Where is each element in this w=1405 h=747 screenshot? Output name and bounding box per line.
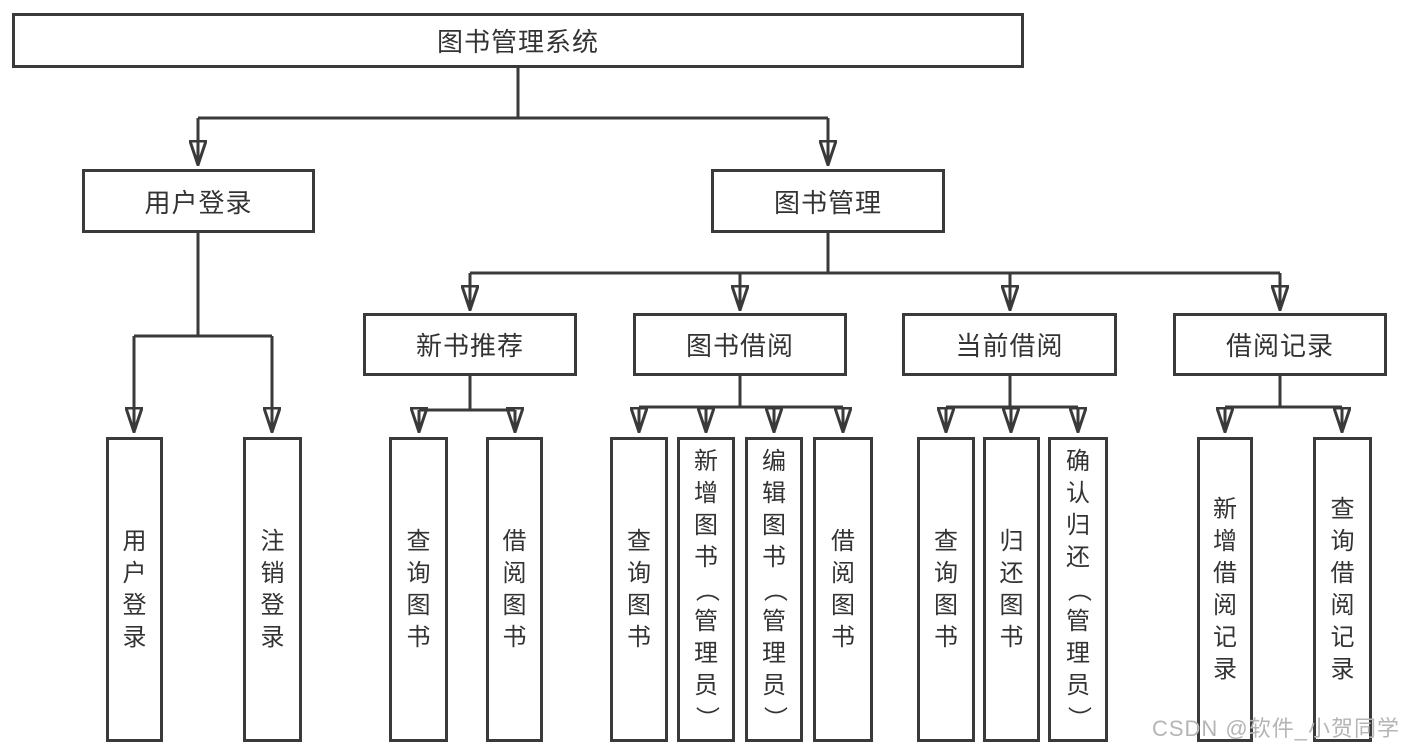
leaf-current-confirm-return-admin: 确认归还（管理员）	[1048, 437, 1108, 742]
edge-book-borrow-to-leaves	[639, 376, 843, 432]
leaf-borrow-query-book-label: 查询图书	[627, 527, 651, 651]
node-borrow-records-label: 借阅记录	[1225, 331, 1334, 361]
leaf-records-add-record-label: 新增借阅记录	[1213, 495, 1237, 683]
leaf-current-confirm-return-admin-label: 确认归还（管理员）	[1065, 447, 1092, 730]
leaf-current-query-book-label: 查询图书	[934, 527, 958, 651]
edge-book-management-to-level3	[470, 233, 1280, 310]
node-user-login: 用户登录	[82, 169, 315, 233]
node-current-borrow-label: 当前借阅	[955, 331, 1064, 361]
edge-new-book-recommend-to-leaves	[419, 376, 515, 432]
node-current-borrow: 当前借阅	[902, 313, 1117, 376]
leaf-user-login: 用户登录	[106, 437, 163, 742]
node-book-borrow: 图书借阅	[633, 313, 847, 376]
leaf-newrec-borrow-book-label: 借阅图书	[502, 527, 527, 651]
leaf-borrow-borrow-book-label: 借阅图书	[831, 527, 855, 651]
edge-user-login-to-leaves	[134, 233, 272, 432]
leaf-current-return-book: 归还图书	[983, 437, 1040, 742]
leaf-borrow-edit-book-admin: 编辑图书（管理员）	[745, 437, 803, 742]
edge-root-to-level2	[198, 68, 828, 165]
node-book-borrow-label: 图书借阅	[685, 331, 794, 361]
leaf-borrow-add-book-admin: 新增图书（管理员）	[677, 437, 735, 742]
node-new-book-recommend: 新书推荐	[363, 313, 577, 376]
leaf-logout: 注销登录	[243, 437, 302, 742]
leaf-current-return-book-label: 归还图书	[999, 527, 1024, 651]
node-user-login-label: 用户登录	[144, 187, 253, 218]
leaf-records-query-record: 查询借阅记录	[1313, 437, 1372, 742]
node-root-label: 图书管理系统	[436, 27, 599, 57]
node-book-management: 图书管理	[711, 169, 945, 233]
leaf-newrec-query-book-label: 查询图书	[406, 527, 431, 651]
csdn-watermark: CSDN @软件_小贺同学	[1151, 716, 1400, 741]
leaf-logout-label: 注销登录	[260, 527, 285, 651]
leaf-current-query-book: 查询图书	[917, 437, 975, 742]
leaf-records-add-record: 新增借阅记录	[1197, 437, 1253, 742]
leaf-user-login-label: 用户登录	[122, 527, 147, 651]
node-borrow-records: 借阅记录	[1173, 313, 1387, 376]
leaf-borrow-query-book: 查询图书	[610, 437, 668, 742]
leaf-borrow-add-book-admin-label: 新增图书（管理员）	[693, 447, 720, 730]
leaf-records-query-record-label: 查询借阅记录	[1330, 495, 1355, 683]
edge-borrow-records-to-leaves	[1225, 376, 1342, 432]
node-root: 图书管理系统	[12, 13, 1024, 68]
leaf-newrec-query-book: 查询图书	[389, 437, 448, 742]
leaf-borrow-edit-book-admin-label: 编辑图书（管理员）	[761, 447, 788, 730]
leaf-borrow-borrow-book: 借阅图书	[813, 437, 873, 742]
leaf-newrec-borrow-book: 借阅图书	[486, 437, 543, 742]
edge-current-borrow-to-leaves	[946, 376, 1078, 432]
node-new-book-recommend-label: 新书推荐	[415, 331, 524, 361]
node-book-management-label: 图书管理	[773, 187, 882, 218]
